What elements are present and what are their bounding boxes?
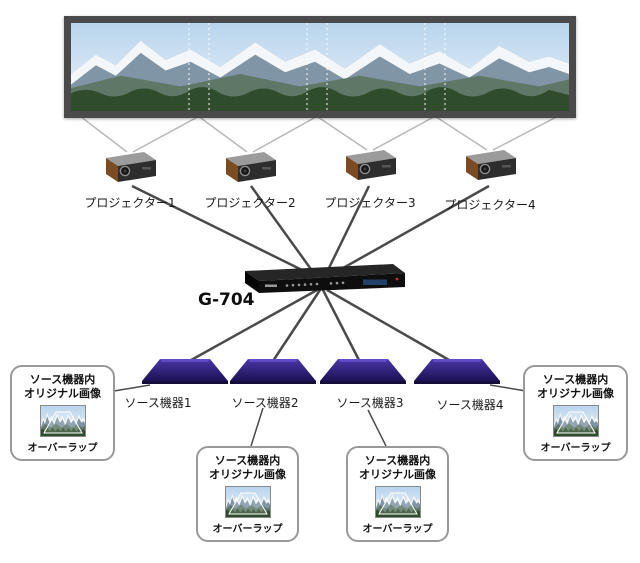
source-device-3 xyxy=(318,356,408,386)
callout-source-3: ソース機器内 オリジナル画像 オーバーラップ xyxy=(346,446,449,542)
projection-cone-lines xyxy=(75,112,565,153)
callout-source-1: ソース機器内 オリジナル画像 オーバーラップ xyxy=(10,365,115,461)
source-device-1 xyxy=(140,356,230,386)
callout-4-text-line1: ソース機器内 xyxy=(542,373,609,386)
callout-2-overlap-label: オーバーラップ xyxy=(212,523,283,535)
signal-cables xyxy=(131,184,490,366)
source-4-label: ソース機器4 xyxy=(436,398,504,412)
projector-4-icon xyxy=(460,146,520,184)
callout-3-text-line2: オリジナル画像 xyxy=(359,468,436,482)
callout-4-thumbnail xyxy=(552,404,599,437)
callout-2-text-line2: オリジナル画像 xyxy=(209,468,286,482)
callout-pointer-lines xyxy=(113,384,527,447)
callout-3-text-line1: ソース機器内 xyxy=(364,454,431,467)
g704-label: G-704 xyxy=(198,290,255,310)
projector-3-label: プロジェクター3 xyxy=(324,196,416,210)
callout-3-overlap-label: オーバーラップ xyxy=(362,523,433,535)
source-device-4 xyxy=(412,356,502,386)
callout-source-2: ソース機器内 オリジナル画像 オーバーラップ xyxy=(196,446,299,542)
projection-screen xyxy=(64,16,576,118)
callout-source-4: ソース機器内 オリジナル画像 オーバーラップ xyxy=(523,365,628,461)
source-2-label: ソース機器2 xyxy=(231,396,299,410)
callout-2-thumbnail xyxy=(224,485,271,518)
callout-4-text-line2: オリジナル画像 xyxy=(537,387,614,401)
projector-2-icon xyxy=(220,148,280,186)
callout-4-overlap-label: オーバーラップ xyxy=(540,442,611,454)
callout-2-text-line1: ソース機器内 xyxy=(214,454,281,467)
projector-1-icon xyxy=(100,148,160,186)
projector-2-label: プロジェクター2 xyxy=(204,196,296,210)
callout-3-thumbnail xyxy=(374,485,421,518)
source-3-label: ソース機器3 xyxy=(336,396,404,410)
panorama-image xyxy=(71,23,569,111)
projector-1-label: プロジェクター1 xyxy=(84,196,176,210)
callout-1-text-line2: オリジナル画像 xyxy=(24,387,101,401)
callout-1-overlap-label: オーバーラップ xyxy=(27,442,98,454)
source-device-2 xyxy=(228,356,318,386)
callout-1-thumbnail xyxy=(39,404,86,437)
callout-1-text-line1: ソース機器内 xyxy=(29,373,96,386)
projector-4-label: プロジェクター4 xyxy=(444,198,536,212)
source-1-label: ソース機器1 xyxy=(124,396,192,410)
projector-3-icon xyxy=(340,146,400,184)
